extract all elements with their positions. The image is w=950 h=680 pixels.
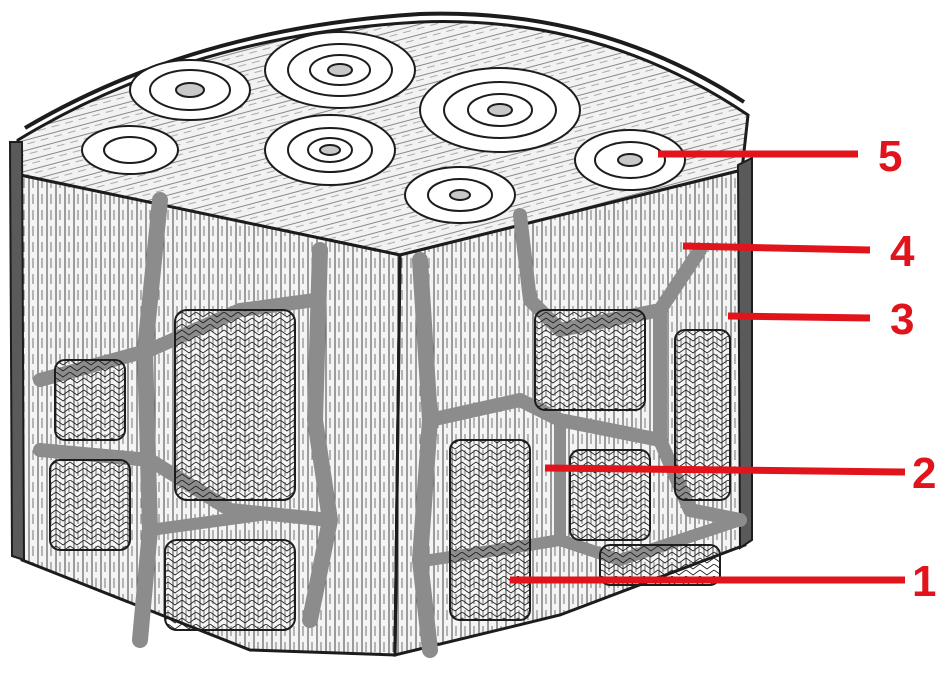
label-5: 5 (878, 135, 902, 179)
osteon-1 (130, 60, 250, 120)
label-3: 3 (890, 298, 914, 342)
osteon-7 (82, 126, 178, 174)
osteon-4 (420, 68, 580, 152)
osteon-5 (575, 130, 685, 190)
osteon-2 (265, 32, 415, 108)
leader-line-4 (683, 246, 870, 250)
osteon-3 (265, 115, 395, 185)
periosteum-right (738, 158, 752, 548)
label-1: 1 (912, 560, 936, 604)
osteon-6 (405, 167, 515, 223)
periosteum-left (10, 142, 24, 560)
leader-line-2 (545, 468, 905, 472)
label-4: 4 (890, 230, 914, 274)
leader-line-3 (728, 316, 870, 318)
label-2: 2 (912, 452, 936, 496)
